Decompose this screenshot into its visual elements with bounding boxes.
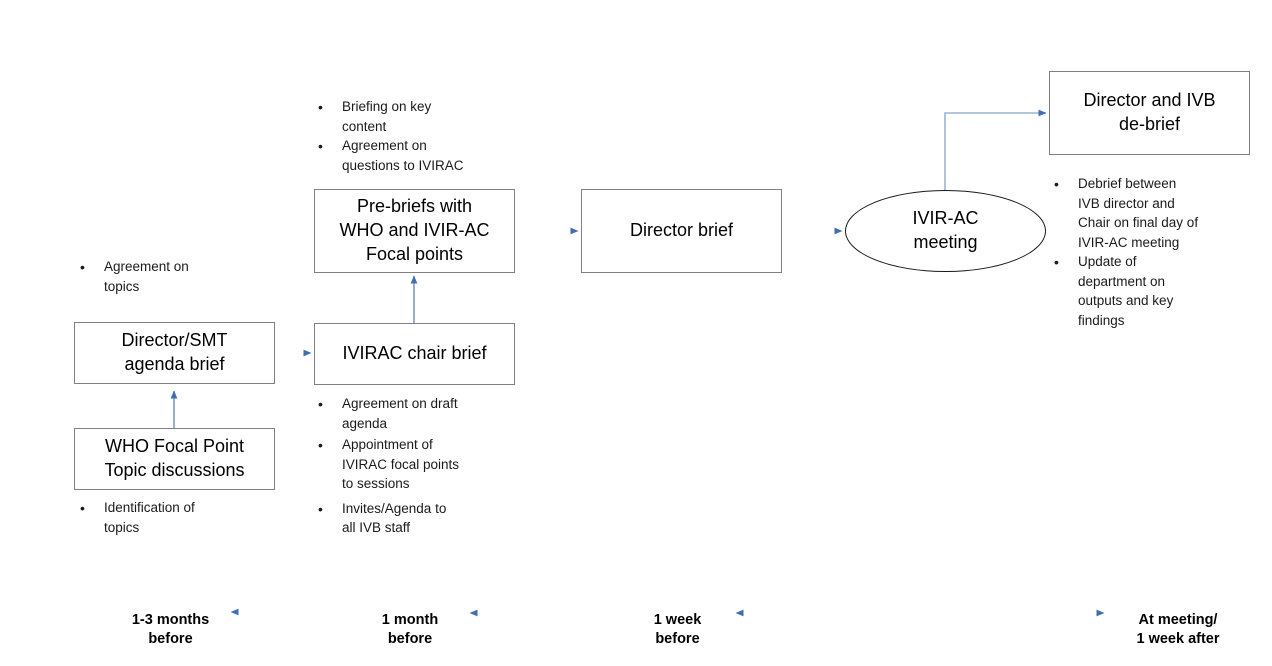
pre-briefs-bullets: • Briefing on key content • Agreement on… [318,97,533,175]
list-item: • Agreement on draft agenda [318,394,528,433]
bullet-icon: • [318,437,323,454]
list-item: • Identification of topics [80,498,285,537]
bullet-icon: • [318,99,323,115]
arrow-ivirac-meeting-to-debrief [944,109,1047,192]
node-label: Director and IVB de-brief [1083,90,1216,134]
bullet-label: Update of department on outputs and key … [1078,254,1174,328]
list-item: • Briefing on key content [318,97,533,136]
node-director-smt[interactable]: Director/SMT agenda brief [74,322,275,384]
bullet-label: Agreement on questions to IVIRAC [342,138,464,173]
ivirac-chair-bullets: • Agreement on draft agenda • Appointmen… [318,394,528,538]
timeline-label-2: 1 month before [350,592,470,649]
list-item: • Debrief between IVB director and Chair… [1054,174,1254,252]
bullet-label: Invites/Agenda to all IVB staff [342,500,447,536]
who-focal-point-bullets: • Identification of topics [80,498,285,537]
bullet-icon: • [1054,254,1059,271]
node-director-ivb-debrief[interactable]: Director and IVB de-brief [1049,71,1250,155]
node-label: Pre-briefs with WHO and IVIR-AC Focal po… [339,196,490,264]
bullet-icon: • [318,396,323,412]
node-label: IVIRAC chair brief [342,343,487,364]
node-ivirac-chair-brief[interactable]: IVIRAC chair brief [314,323,515,385]
bullet-icon: • [1054,176,1059,192]
debrief-bullets: • Debrief between IVB director and Chair… [1054,174,1254,331]
timeline-label-text: 1-3 months before [131,611,210,647]
node-label: IVIR-AC meeting [912,208,979,252]
director-smt-bullets: • Agreement on topics [80,257,285,296]
node-label: WHO Focal Point Topic discussions [104,436,245,480]
bullet-label: Agreement on draft agenda [342,396,458,431]
list-item: • Agreement on topics [80,257,285,296]
timeline-label-4: At meeting/ 1 week after [1108,592,1248,649]
node-director-brief[interactable]: Director brief [581,189,782,273]
bullet-icon: • [318,138,323,155]
timeline-label-3: 1 week before [620,592,735,649]
bullet-label: Appointment of IVIRAC focal points to se… [342,437,460,492]
bullet-label: Agreement on topics [104,259,189,294]
bullet-label: Identification of topics [104,500,195,535]
node-who-focal-point[interactable]: WHO Focal Point Topic discussions [74,428,275,490]
timeline-label-text: 1 month before [381,611,439,647]
bullet-icon: • [80,259,85,275]
list-item: • Appointment of IVIRAC focal points to … [318,435,528,494]
list-item: • Update of department on outputs and ke… [1054,252,1254,330]
timeline-label-text: At meeting/ 1 week after [1136,611,1220,647]
node-label: Director/SMT agenda brief [121,330,228,374]
list-item: • Invites/Agenda to all IVB staff [318,499,528,538]
node-ivirac-meeting[interactable]: IVIR-AC meeting [845,190,1046,272]
node-label: Director brief [629,220,734,241]
timeline-label-text: 1 week before [653,611,702,647]
node-pre-briefs[interactable]: Pre-briefs with WHO and IVIR-AC Focal po… [314,189,515,273]
bullet-label: Debrief between IVB director and Chair o… [1078,176,1199,250]
bullet-icon: • [80,500,85,516]
bullet-icon: • [318,500,323,517]
list-item: • Agreement on questions to IVIRAC [318,136,533,175]
timeline-label-1: 1-3 months before [108,592,233,649]
bullet-label: Briefing on key content [342,99,432,134]
